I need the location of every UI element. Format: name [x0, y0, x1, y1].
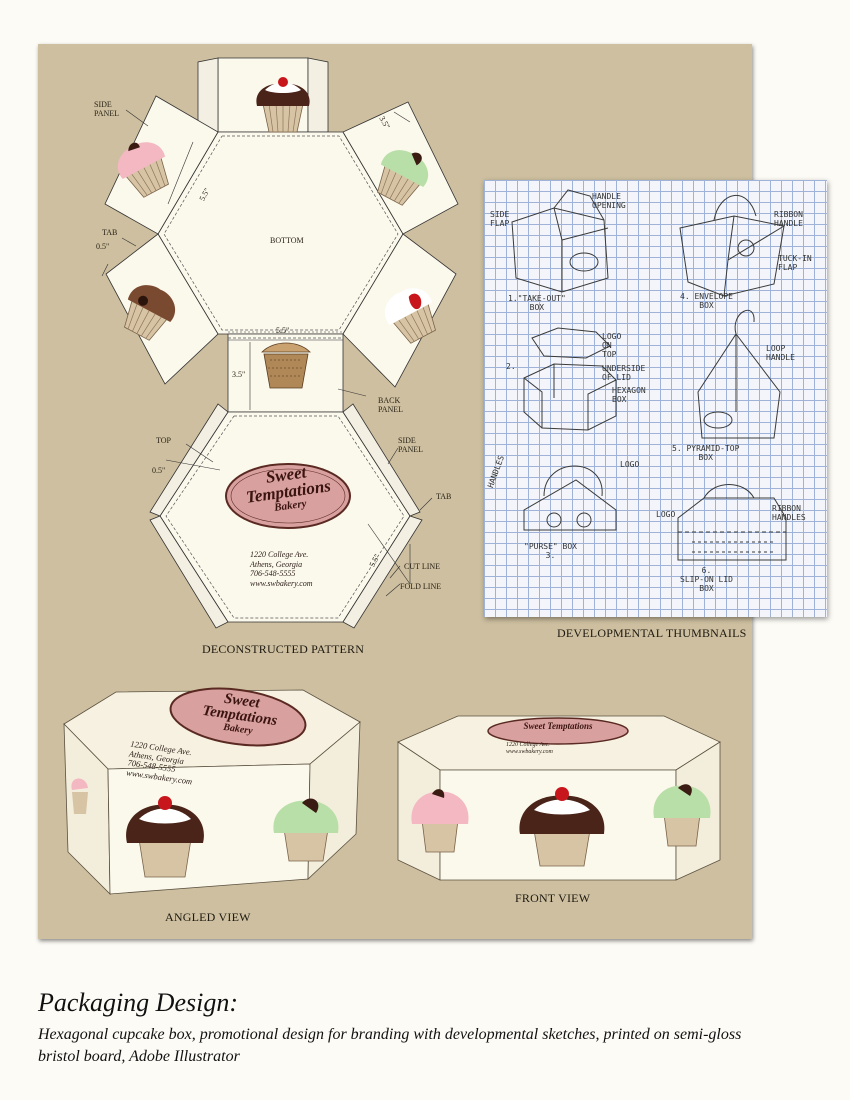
front-address-street: 1220 College Ave. [506, 742, 550, 748]
label-fold-line: FOLD LINE [400, 582, 442, 591]
label-top: TOP [156, 436, 171, 445]
sketch-note-logo-3: LOGO [620, 460, 640, 469]
label-back-panel: BACK PANEL [378, 396, 404, 414]
front-view-illustration [397, 715, 721, 881]
deconstructed-pattern [63, 57, 721, 895]
front-address: 1220 College Ave. www.swbakery.com [506, 742, 553, 756]
sketch-note-purse: "PURSE" BOX 3. [524, 542, 577, 560]
front-logo-line-2: Temptations [547, 721, 593, 731]
sketch-note-envelope: 4. ENVELOPE BOX [680, 292, 733, 310]
sketch-note-loop-handle: LOOP HANDLE [766, 344, 795, 362]
caption-deconstructed-pattern: DECONSTRUCTED PATTERN [202, 642, 365, 656]
dim-back-55: 5.5" [276, 326, 290, 335]
label-tab-right: TAB [436, 492, 452, 501]
label-side-panel-right: SIDE PANEL [398, 436, 424, 454]
thumbnail-sketches [511, 189, 787, 561]
angled-view-illustration [63, 687, 361, 895]
front-logo-line-1: Sweet [523, 721, 546, 731]
sketch-note-slip-on: 6. SLIP-ON LID BOX [680, 566, 733, 593]
dim-back-35: 3.5" [232, 370, 246, 379]
sketch-note-ribbon-handle: RIBBON HANDLE [774, 210, 803, 228]
sketch-note-ribbon-handles: RIBBON HANDLES [772, 504, 806, 522]
sketch-note-side-flap: SIDE FLAP [490, 210, 510, 228]
pattern-address: 1220 College Ave. Athens, Georgia 706-54… [250, 550, 313, 588]
caption-front-view: FRONT VIEW [515, 891, 591, 905]
address-phone: 706-548-5555 [250, 569, 296, 578]
developmental-thumbnails-sheet: SIDE FLAP HANDLE OPENING 1."TAKE-OUT" BO… [484, 180, 827, 617]
caption-angled-view: ANGLED VIEW [165, 910, 251, 924]
sketch-note-pyramid: 5. PYRAMID-TOP BOX [672, 444, 740, 462]
front-logo-text: Sweet Temptations [508, 722, 608, 731]
label-cut-line: CUT LINE [404, 562, 441, 571]
sketch-note-hexagon: HEXAGON BOX [612, 386, 646, 404]
logo-oval [225, 463, 351, 529]
page-description: Hexagonal cupcake box, promotional desig… [38, 1026, 742, 1065]
sketch-note-num2: 2. [506, 362, 516, 371]
page-title: Packaging Design: [38, 988, 239, 1017]
label-tab-left: TAB [102, 228, 118, 237]
dim-tab-05: 0.5" [96, 242, 110, 251]
address-city: Athens, Georgia [250, 559, 303, 569]
sketch-note-logo-on-top: LOGO ON TOP [602, 332, 622, 359]
sketch-note-logo-6: LOGO [656, 510, 676, 519]
label-side-panel-left: SIDE PANEL [94, 100, 120, 118]
label-bottom: BOTTOM [270, 236, 304, 245]
dim-top-05: 0.5" [152, 466, 166, 475]
sketch-note-takeout: 1."TAKE-OUT" BOX [508, 294, 566, 312]
address-street: 1220 College Ave. [250, 550, 309, 559]
front-address-web: www.swbakery.com [506, 749, 553, 755]
sketch-note-tuck-in-flap: TUCK-IN FLAP [778, 254, 812, 272]
sketch-note-underside-lid: UNDERSIDE OF LID [602, 364, 646, 382]
caption-developmental-thumbnails: DEVELOPMENTAL THUMBNAILS [557, 626, 747, 640]
sketch-note-handle-opening: HANDLE OPENING [592, 192, 626, 210]
address-web: www.swbakery.com [250, 578, 313, 588]
